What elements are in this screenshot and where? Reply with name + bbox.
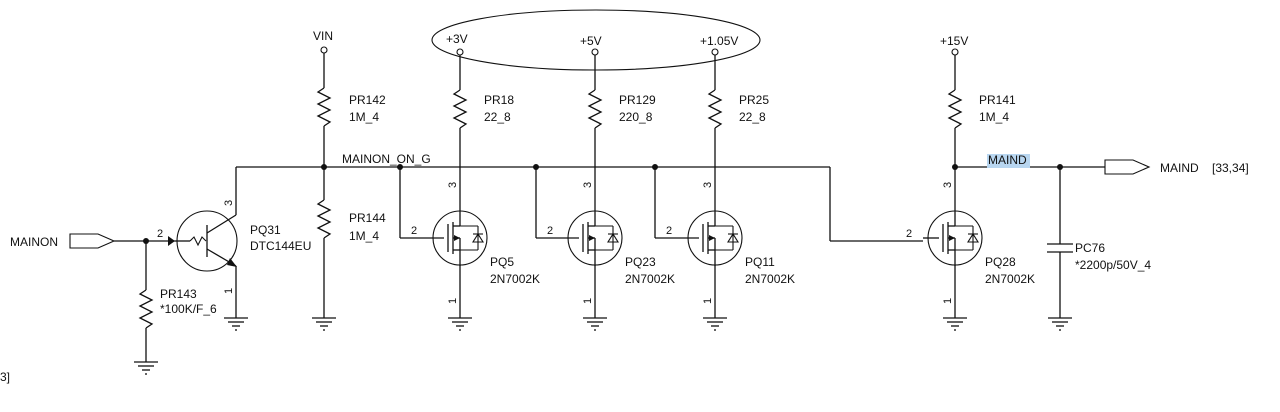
port-label-maind: MAIND <box>1160 161 1199 175</box>
pin-number: 1 <box>942 298 954 304</box>
net-label-1-05v: +1.05V <box>700 34 738 48</box>
net-label-maind: MAIND <box>988 153 1027 167</box>
ground-symbol <box>703 317 727 331</box>
resistor-ref: PR142 <box>349 93 386 107</box>
transistor-pq31: 3 1 PQ31 DTC144EU <box>175 200 311 318</box>
ground-symbol <box>224 317 248 331</box>
maind-selection-highlight <box>987 154 1030 168</box>
net-label-15v: +15V <box>940 34 968 48</box>
transistor-part: DTC144EU <box>250 239 311 253</box>
capacitor-pc76: PC76 *2200p/50V_4 <box>1047 167 1151 318</box>
transistor-part: 2N7002K <box>985 272 1035 286</box>
port-page-ref: [33,34] <box>1212 161 1249 175</box>
pin-number: 1 <box>582 298 594 304</box>
pin-number: 1 <box>702 298 714 304</box>
ground-symbol <box>134 361 158 375</box>
pin-number: 2 <box>157 228 163 240</box>
ground-symbol <box>312 317 336 331</box>
pin-number: 3 <box>942 182 954 188</box>
net-mainon-on-g: MAINON_ON_G <box>235 152 923 242</box>
transistor-part: 2N7002K <box>625 272 675 286</box>
transistor-ref: PQ11 <box>745 255 775 269</box>
resistor-value: 1M_4 <box>979 110 1009 124</box>
capacitor-ref: PC76 <box>1075 241 1105 255</box>
transistor-part: 2N7002K <box>745 272 795 286</box>
vin-divider: VIN PR142 1M_4 PR144 1M_4 <box>313 29 386 318</box>
capacitor-value: *2200p/50V_4 <box>1075 258 1151 272</box>
stage-pq23: +5V PR129 220_8 2 3 1 PQ23 2N7002K <box>536 34 675 318</box>
ground-symbol <box>1048 317 1072 331</box>
resistor-value: *100K/F_6 <box>160 302 217 316</box>
transistor-ref: PQ31 <box>250 223 281 237</box>
resistor-ref: PR18 <box>484 93 514 107</box>
resistor-ref: PR129 <box>619 93 656 107</box>
pin-number: 2 <box>906 228 912 240</box>
resistor-value: 1M_4 <box>349 229 379 243</box>
port-label-mainon: MAINON <box>10 235 58 249</box>
transistor-ref: PQ23 <box>625 255 656 269</box>
ground-symbol <box>943 317 967 331</box>
pin-number: 1 <box>447 298 459 304</box>
transistor-part: 2N7002K <box>490 272 540 286</box>
pin-number: 2 <box>411 225 417 237</box>
net-label-vin: VIN <box>313 29 333 43</box>
stage-pq11: +1.05V PR25 22_8 2 3 1 PQ11 2N7002K <box>655 34 795 318</box>
rail-group-ellipse <box>431 9 761 71</box>
resistor-pr143: PR143 *100K/F_6 <box>138 241 217 362</box>
ground-symbol <box>448 317 472 331</box>
resistor-ref: PR141 <box>979 93 1016 107</box>
ground-symbol <box>583 317 607 331</box>
net-label-5v: +5V <box>580 34 602 48</box>
net-label-mainon-on-g: MAINON_ON_G <box>342 152 431 166</box>
net-maind: MAIND <box>955 153 1105 170</box>
pin-number: 3 <box>447 182 459 188</box>
maind-output-port: MAIND [33,34] <box>1104 159 1249 175</box>
resistor-ref: PR25 <box>739 93 769 107</box>
resistor-value: 220_8 <box>619 110 653 124</box>
mainon-input-port: MAINON 2 <box>10 228 175 249</box>
transistor-ref: PQ28 <box>985 255 1016 269</box>
stage-pq5: +3V PR18 22_8 2 3 1 PQ5 2N7002K <box>400 32 540 318</box>
pin-number: 1 <box>223 288 235 294</box>
pin-number: 3 <box>223 200 235 206</box>
net-label-3v: +3V <box>446 32 468 46</box>
resistor-value: 22_8 <box>739 110 766 124</box>
transistor-ref: PQ5 <box>490 255 514 269</box>
stage-pq28: +15V PR141 1M_4 2 3 1 PQ28 2N7002K <box>906 34 1035 318</box>
resistor-ref: PR143 <box>160 287 197 301</box>
cropped-page-ref: 3] <box>0 370 10 384</box>
pin-number: 3 <box>702 182 714 188</box>
resistor-value: 22_8 <box>484 110 511 124</box>
resistor-ref: PR144 <box>349 211 386 225</box>
pin-number: 3 <box>582 182 594 188</box>
pin-number: 2 <box>547 225 553 237</box>
resistor-value: 1M_4 <box>349 110 379 124</box>
pin-number: 2 <box>666 225 672 237</box>
